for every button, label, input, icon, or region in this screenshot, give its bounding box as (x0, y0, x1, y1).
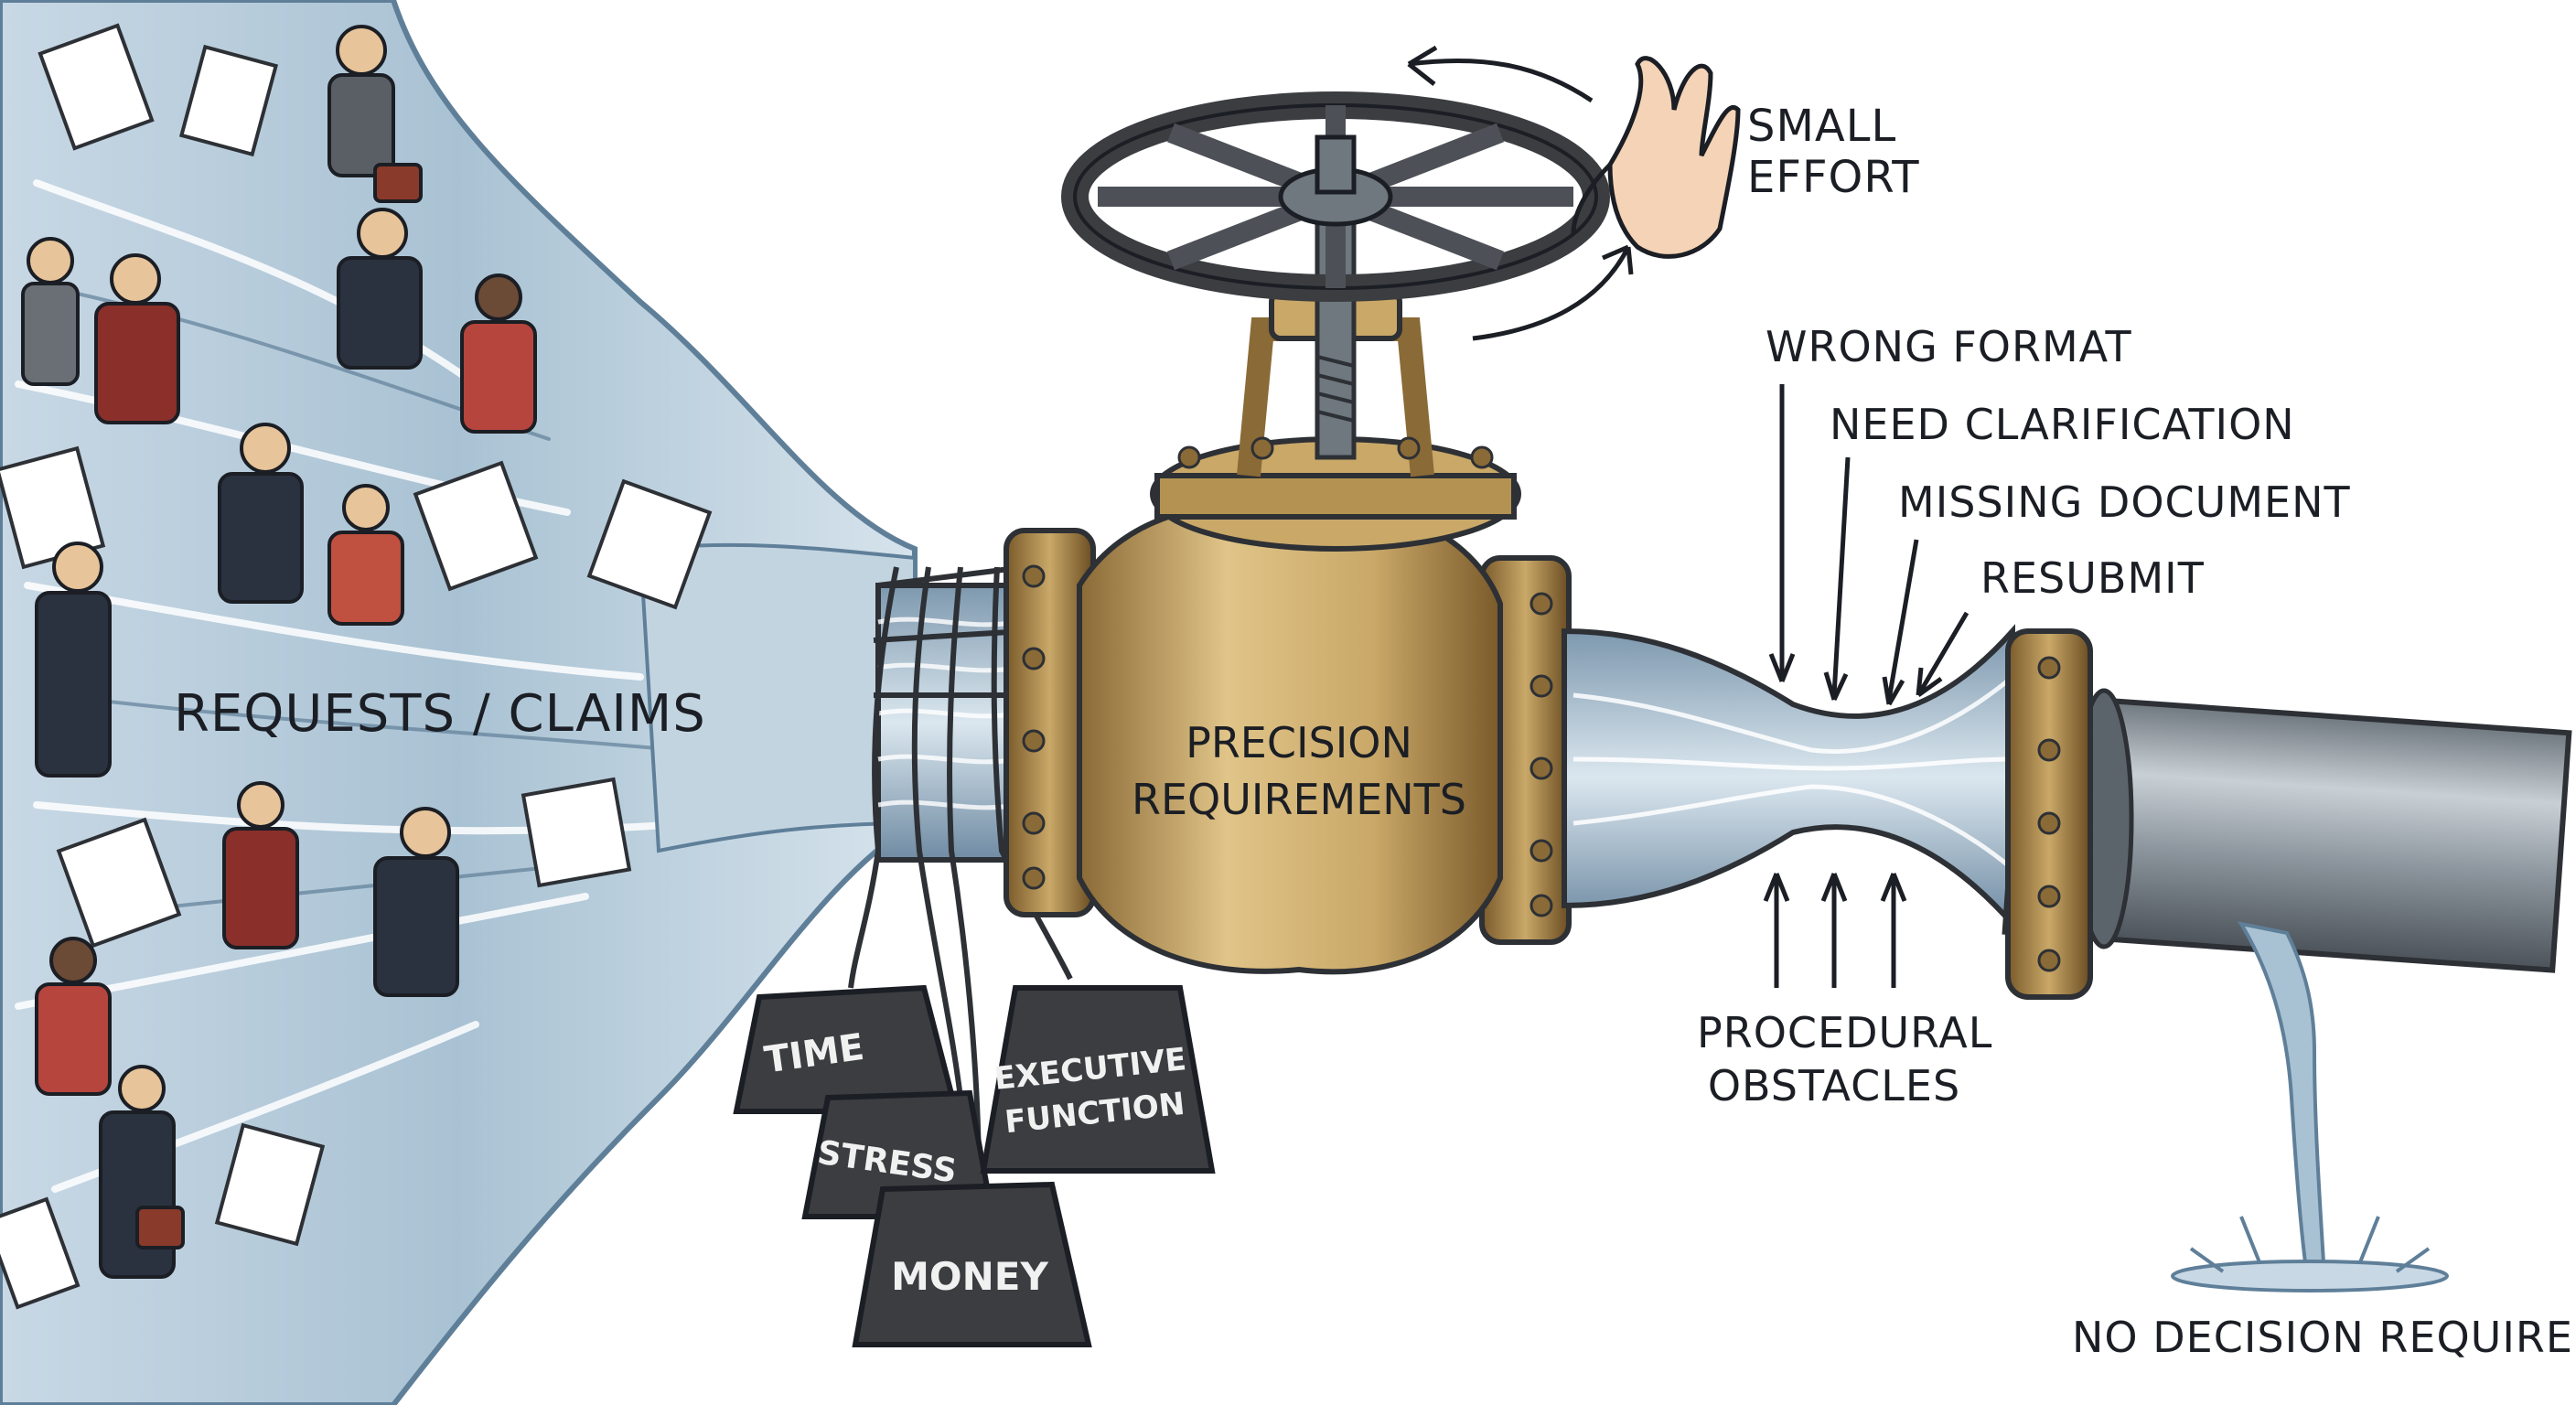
people-in-flood (21, 25, 537, 1279)
constricted-pipe (1562, 624, 2015, 931)
valve-label-1: PRECISION (1186, 718, 1412, 767)
handwheel (1061, 91, 1610, 302)
weight-executive-function: EXECUTIVE FUNCTION (980, 985, 1216, 1174)
missing-document-label: MISSING DOCUMENT (1898, 477, 2351, 527)
procedural-line-1: PROCEDURAL (1697, 1008, 1993, 1057)
small-effort-line-1: SMALL (1747, 101, 1897, 152)
chains (848, 564, 1073, 1181)
weight-money-label: MONEY (891, 1254, 1048, 1299)
procedural-obstacles-label: PROCEDURAL OBSTACLES (1697, 1006, 1993, 1112)
rotation-arrows (1407, 45, 1634, 341)
need-clarification-label: NEED CLARIFICATION (1830, 400, 2295, 449)
no-decision-required-label: NO DECISION REQUIRED (2072, 1313, 2576, 1362)
valve-label-2: REQUIREMENTS (1132, 775, 1466, 824)
document-papers (0, 23, 713, 1310)
requests-claims-label: REQUESTS / CLAIMS (174, 684, 706, 744)
water-drip (2171, 921, 2449, 1292)
wrong-format-label: WRONG FORMAT (1766, 322, 2132, 371)
procedural-line-2: OBSTACLES (1707, 1061, 1961, 1110)
small-effort-label: SMALL EFFORT (1747, 101, 1920, 203)
weight-time: TIME (733, 984, 960, 1114)
obstacle-arrows (1763, 384, 1970, 988)
weight-money: MONEY (852, 1181, 1092, 1347)
resubmit-label: RESUBMIT (1980, 553, 2205, 603)
water-flood (0, 0, 918, 1405)
small-effort-line-2: EFFORT (1747, 152, 1920, 203)
hand-icon (1571, 56, 1741, 259)
